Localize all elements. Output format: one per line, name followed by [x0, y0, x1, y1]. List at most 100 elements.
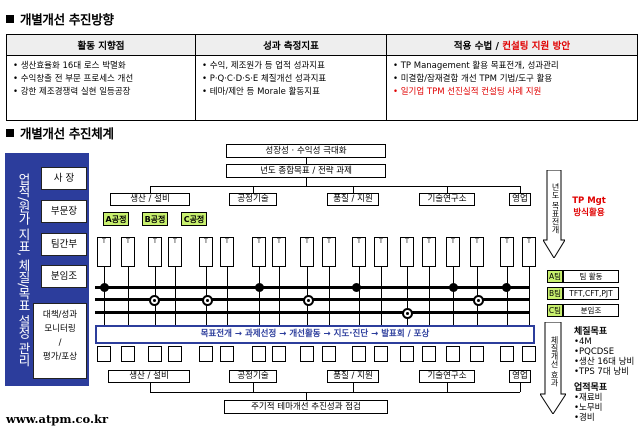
team-cell: T: [322, 237, 336, 267]
team-cell: T: [272, 237, 286, 267]
node-dot-icon: [352, 283, 361, 292]
bottom-cell: [522, 346, 536, 362]
bottom-cell: [272, 346, 286, 362]
metric-item: •4M: [574, 337, 592, 347]
legend-key: A팀: [547, 270, 563, 283]
dept-sales: 영업: [509, 193, 531, 206]
results-title: 업적목표: [574, 383, 608, 393]
metrics-panel: 체질목표 •4M •PQCDSE •생산 16대 낭비 •TPS 7대 낭비 업…: [574, 324, 640, 423]
metric-item: •생산 16대 낭비: [574, 357, 635, 367]
team-cell: T: [400, 237, 414, 267]
list-item: • 생산효율화 16대 로스 박멸화: [13, 61, 126, 71]
arrow-down-icon: 년도 목표전개: [542, 169, 566, 259]
node-dot-icon: [449, 283, 458, 292]
eval-line: 모니터링: [44, 324, 76, 334]
level-division-head: 부문장: [41, 200, 87, 223]
team-cell: T: [252, 237, 266, 267]
header-consulting-text: 컨설팅 지원 방안: [502, 41, 571, 52]
bottom-cell: [400, 346, 414, 362]
metrics-list: • 수익, 제조원가 등 업적 성과지표 • P·Q·C·D·S·E 체질개선 …: [195, 55, 387, 121]
arrow-label: 체질개선 효과: [550, 335, 559, 387]
vertical-label: 업적/원가 지표, 체질/목표 설정 관리: [16, 172, 31, 366]
dept-rnd: 기술연구소: [419, 193, 475, 206]
team-c: C공정: [181, 212, 207, 226]
result-item: •노무비: [574, 403, 603, 413]
bottom-cell: [500, 346, 514, 362]
step-select: 과제선정: [244, 329, 277, 339]
eval-line: 대책/성과: [42, 310, 78, 320]
team-cell: T: [352, 237, 366, 267]
bottom-cell: [446, 346, 460, 362]
bottom-cell: [168, 346, 182, 362]
header-activity: 활동 지향점: [6, 34, 196, 56]
bullet-square-icon: [6, 15, 14, 23]
bottom-cell: [300, 346, 314, 362]
bottom-cell: [97, 346, 111, 362]
website-url[interactable]: www.atpm.co.kr: [6, 412, 109, 426]
section-title-system: 개별개선 추진체계: [6, 123, 114, 142]
level-ceo: 사 장: [41, 167, 87, 190]
tpmgt-label: TP Mgt 방식활용: [566, 196, 612, 218]
bottom-cell: [470, 346, 484, 362]
team-a: A공정: [103, 212, 129, 226]
step-improve: 개선활동: [289, 329, 321, 339]
bottom-cell: [121, 346, 135, 362]
team-cell: T: [168, 237, 182, 267]
list-item: • 수익창출 전 부문 프로세스 개선: [13, 74, 134, 84]
legend-value: TFT,CFT,PJT: [563, 287, 619, 300]
node-dot-icon: [255, 283, 264, 292]
node-dot-icon: [100, 283, 109, 292]
review-box: 주기적 테마개선 추진성과 점검: [224, 400, 388, 414]
plan-box: 년도 종합목표 / 전략 과제: [226, 164, 386, 178]
header-metrics: 성과 측정지표: [195, 34, 387, 56]
activity-list: • 생산효율화 16대 로스 박멸화 • 수익창출 전 부문 프로세스 개선 •…: [6, 55, 196, 121]
section-title-text: 개별개선 추진방향: [20, 12, 114, 27]
header-methods-text: 적용 수법 /: [453, 41, 503, 52]
team-cell: T: [470, 237, 484, 267]
node-ring-icon: [149, 295, 160, 306]
node-ring-icon: [402, 308, 413, 319]
node-ring-icon: [303, 295, 314, 306]
team-cell: T: [374, 237, 388, 267]
step-goal: 목표전개: [200, 329, 232, 339]
team-b: B공정: [142, 212, 168, 226]
team-cell: T: [121, 237, 135, 267]
bullet-square-icon: [6, 129, 14, 137]
bottom-cell: [220, 346, 234, 362]
eval-line: /: [58, 338, 62, 348]
bottom-cell: [199, 346, 213, 362]
summary-table: 활동 지향점 성과 측정지표 적용 수법 / 컨설팅 지원 방안 • 생산효율화…: [6, 34, 638, 121]
legend-value: 분임조: [563, 304, 619, 317]
node-ring-icon: [202, 295, 213, 306]
header-methods: 적용 수법 / 컨설팅 지원 방안: [386, 34, 638, 56]
metric-item: •PQCDSE: [574, 347, 615, 357]
list-item: • 수익, 제조원가 등 업적 성과지표: [202, 61, 325, 71]
node-dot-icon: [502, 283, 511, 292]
dept-process: 공정기술: [229, 193, 277, 206]
legend-key: B팀: [547, 287, 563, 300]
bottom-dept-quality: 품질 / 지원: [327, 370, 379, 383]
metrics-title: 체질목표: [574, 327, 608, 337]
node-ring-icon: [473, 295, 484, 306]
methods-list: • TP Management 활용 목표전개, 성과관리 • 미결함/잠재결함…: [386, 55, 638, 121]
arrow-down-icon: 체질개선 효과: [539, 321, 567, 415]
bottom-cell: [148, 346, 162, 362]
red-line: TP Mgt: [572, 196, 606, 206]
level-team-leader: 팀간부: [41, 233, 87, 256]
step-award: 발표회 / 포상: [381, 329, 430, 339]
bottom-dept-production: 생산 / 설비: [108, 370, 190, 383]
flow-line-1: [95, 286, 529, 289]
result-item: •경비: [574, 413, 595, 423]
bottom-cell: [422, 346, 436, 362]
bottom-cell: [322, 346, 336, 362]
red-line: 방식활용: [573, 208, 605, 218]
list-item: • 테마/제안 등 Morale 활동지표: [202, 87, 320, 97]
team-cell: T: [300, 237, 314, 267]
result-item: •재료비: [574, 393, 603, 403]
team-cell: T: [522, 237, 536, 267]
section-title-direction: 개별개선 추진방향: [6, 9, 114, 28]
team-cell: T: [220, 237, 234, 267]
eval-line: 평가/포상: [42, 352, 78, 362]
list-item: • P·Q·C·D·S·E 체질개선 성과지표: [202, 74, 327, 84]
step-diagnose: 지도·진단: [333, 329, 369, 339]
